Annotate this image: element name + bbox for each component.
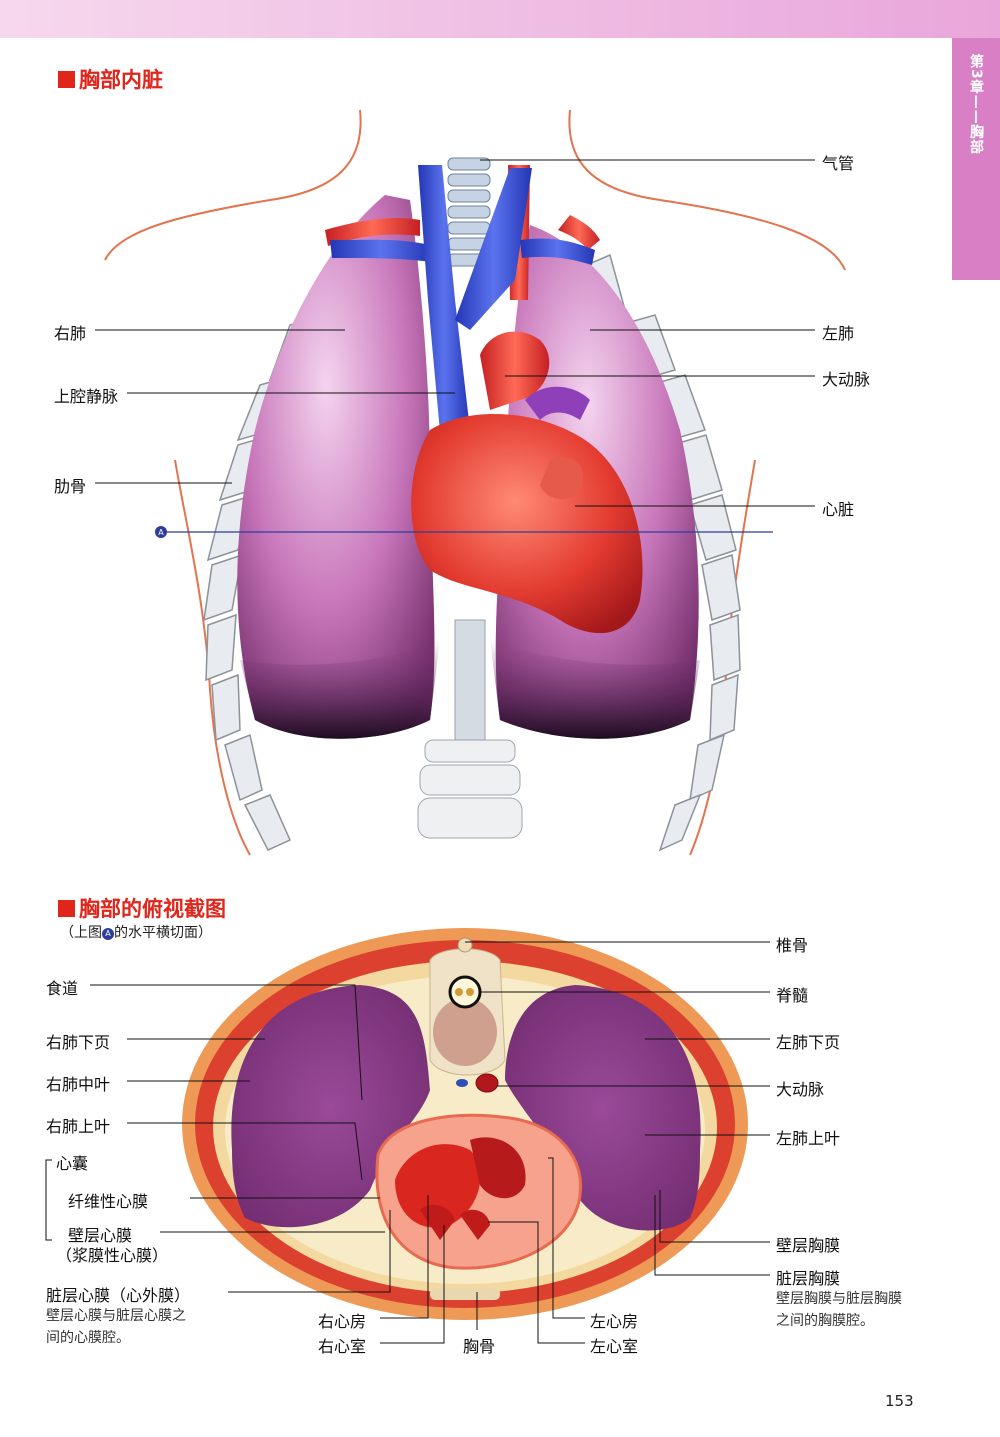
right-lung (237, 195, 440, 739)
svg-text:A: A (158, 528, 164, 537)
label-left-lower-lobe: 左肺下页 (776, 1033, 841, 1052)
label-spinal-cord: 脊髓 (776, 986, 809, 1005)
label-aorta-top: 大动脉 (822, 370, 871, 389)
leader-lines-bottom (45, 941, 770, 1344)
label-right-lung: 右肺 (54, 324, 87, 343)
label-left-upper-lobe: 左肺上叶 (776, 1129, 841, 1148)
label-visceral-pericardium: 脏层心膜（心外膜） (46, 1286, 191, 1305)
label-right-ventricle: 右心室 (318, 1337, 367, 1356)
label-fibrous-pericardium: 纤维性心膜 (68, 1192, 149, 1211)
section-title-viscera: 胸部内脏 (58, 64, 163, 94)
label-sternum: 胸骨 (463, 1337, 496, 1356)
section-title-crosssection: 胸部的俯视截图 (58, 893, 226, 923)
label-right-middle-lobe: 右肺中叶 (46, 1075, 111, 1094)
label-left-atrium: 左心房 (590, 1312, 639, 1331)
label-right-upper-lobe: 右肺上叶 (46, 1117, 111, 1136)
header-bar (0, 0, 1000, 38)
leader-lines-top (95, 159, 815, 507)
label-visceral-pleura: 脏层胸膜 (776, 1269, 841, 1288)
heart (411, 413, 643, 634)
label-ribs: 肋骨 (54, 477, 87, 496)
title-square-icon (58, 900, 75, 917)
label-parietal-pleura: 壁层胸膜 (776, 1236, 841, 1255)
great-vessels (325, 165, 600, 432)
label-right-lower-lobe: 右肺下页 (46, 1033, 111, 1052)
note-pleural-cavity: 壁层胸膜与脏层胸膜 之间的胸膜腔。 (776, 1291, 902, 1329)
label-right-atrium: 右心房 (318, 1312, 367, 1331)
note-pericardial-cavity: 壁层心膜与脏层心膜之 间的心膜腔。 (46, 1308, 186, 1346)
marker-a-icon: A (102, 928, 114, 940)
label-svc: 上腔静脉 (54, 387, 119, 406)
label-left-lung: 左肺 (822, 324, 855, 343)
chapter-tab: 第3章——胸部 (952, 38, 1000, 280)
page-number: 153 (885, 1392, 914, 1410)
cross-section (182, 928, 748, 1320)
label-parietal-pericardium: 壁层心膜 (68, 1226, 133, 1245)
label-vertebra: 椎骨 (776, 936, 809, 955)
label-pericardium: 心囊 (56, 1154, 89, 1173)
marker-a-icon (155, 526, 167, 538)
label-serous-pericardium: （浆膜性心膜） (56, 1246, 169, 1265)
spine (417, 619, 523, 839)
label-aorta-bottom: 大动脉 (776, 1080, 825, 1099)
label-heart: 心脏 (822, 500, 855, 519)
label-trachea: 气管 (822, 154, 855, 173)
label-left-ventricle: 左心室 (590, 1337, 639, 1356)
title-square-icon (58, 71, 75, 88)
body-outline (104, 109, 846, 856)
label-esophagus: 食道 (46, 979, 79, 998)
